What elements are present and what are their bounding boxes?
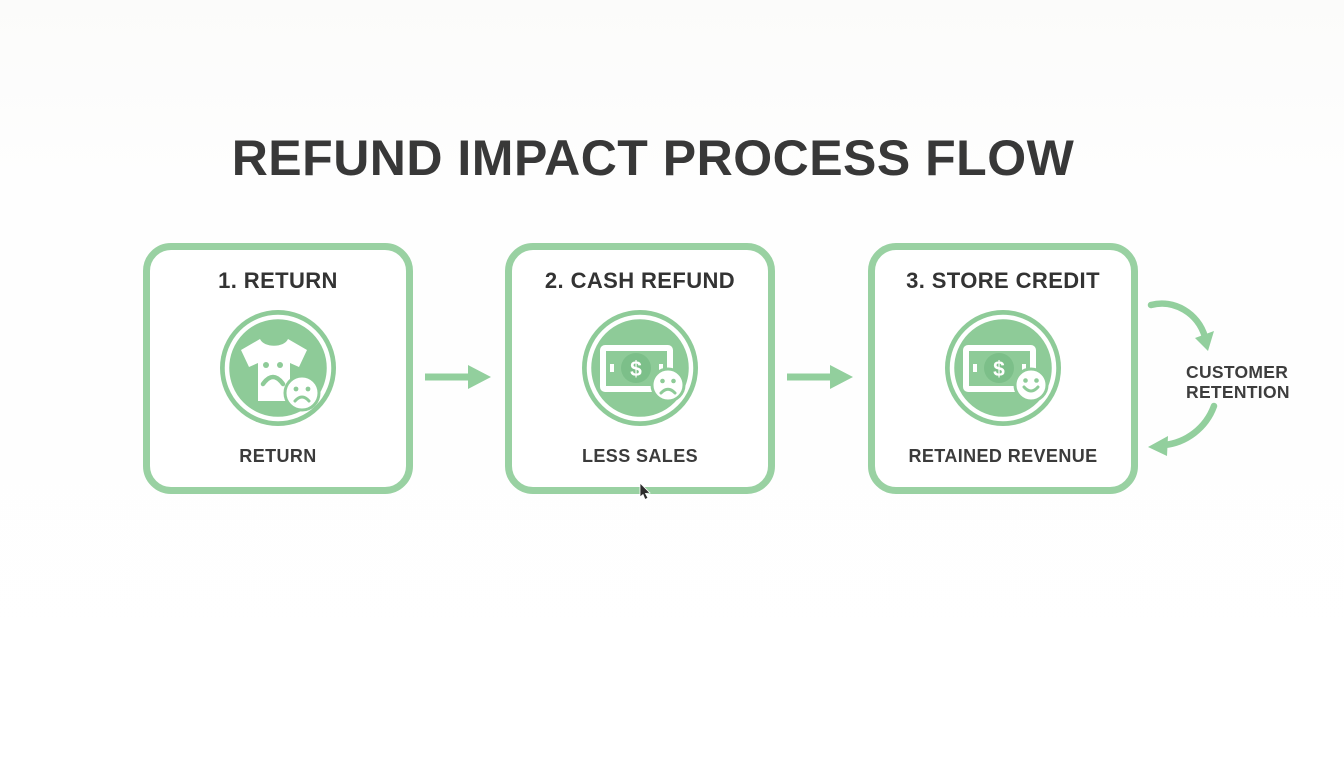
cash-bill-sad-icon: $: [580, 308, 700, 428]
step-caption: RETURN: [239, 446, 317, 466]
dollar-symbol: $: [993, 358, 1005, 381]
curved-arrow-down-icon: [1147, 300, 1214, 351]
banknote-icon: $: [963, 345, 1036, 392]
step-box-store-credit: 3. STORE CREDIT $ RE: [868, 243, 1138, 494]
sad-face-icon: [283, 374, 321, 412]
step-box-return: 1. RETURN RETURN: [143, 243, 413, 494]
cash-bill-happy-icon: $: [943, 308, 1063, 428]
step-caption: LESS SALES: [581, 446, 699, 466]
customer-retention-label: CUSTOMER RETENTION: [1186, 362, 1290, 402]
arrow-right-icon: [425, 365, 491, 389]
happy-face-icon: [1013, 367, 1049, 403]
step-heading: 2. CASH REFUND: [544, 268, 736, 293]
sad-face-icon: [650, 367, 686, 403]
returned-shirt-sad-icon: [218, 308, 338, 428]
mouse-cursor-icon: [639, 483, 651, 500]
arrow-right-icon: [787, 365, 853, 389]
step-box-cash-refund: 2. CASH REFUND $ LES: [505, 243, 775, 494]
page-title: REFUND IMPACT PROCESS FLOW: [231, 130, 1075, 186]
tshirt-icon: [241, 339, 307, 401]
step-heading: 3. STORE CREDIT: [906, 268, 1100, 293]
curved-arrow-left-icon: [1148, 402, 1218, 456]
step-caption: RETAINED REVENUE: [908, 446, 1098, 466]
step-heading: 1. RETURN: [218, 268, 338, 293]
dollar-symbol: $: [630, 358, 642, 381]
